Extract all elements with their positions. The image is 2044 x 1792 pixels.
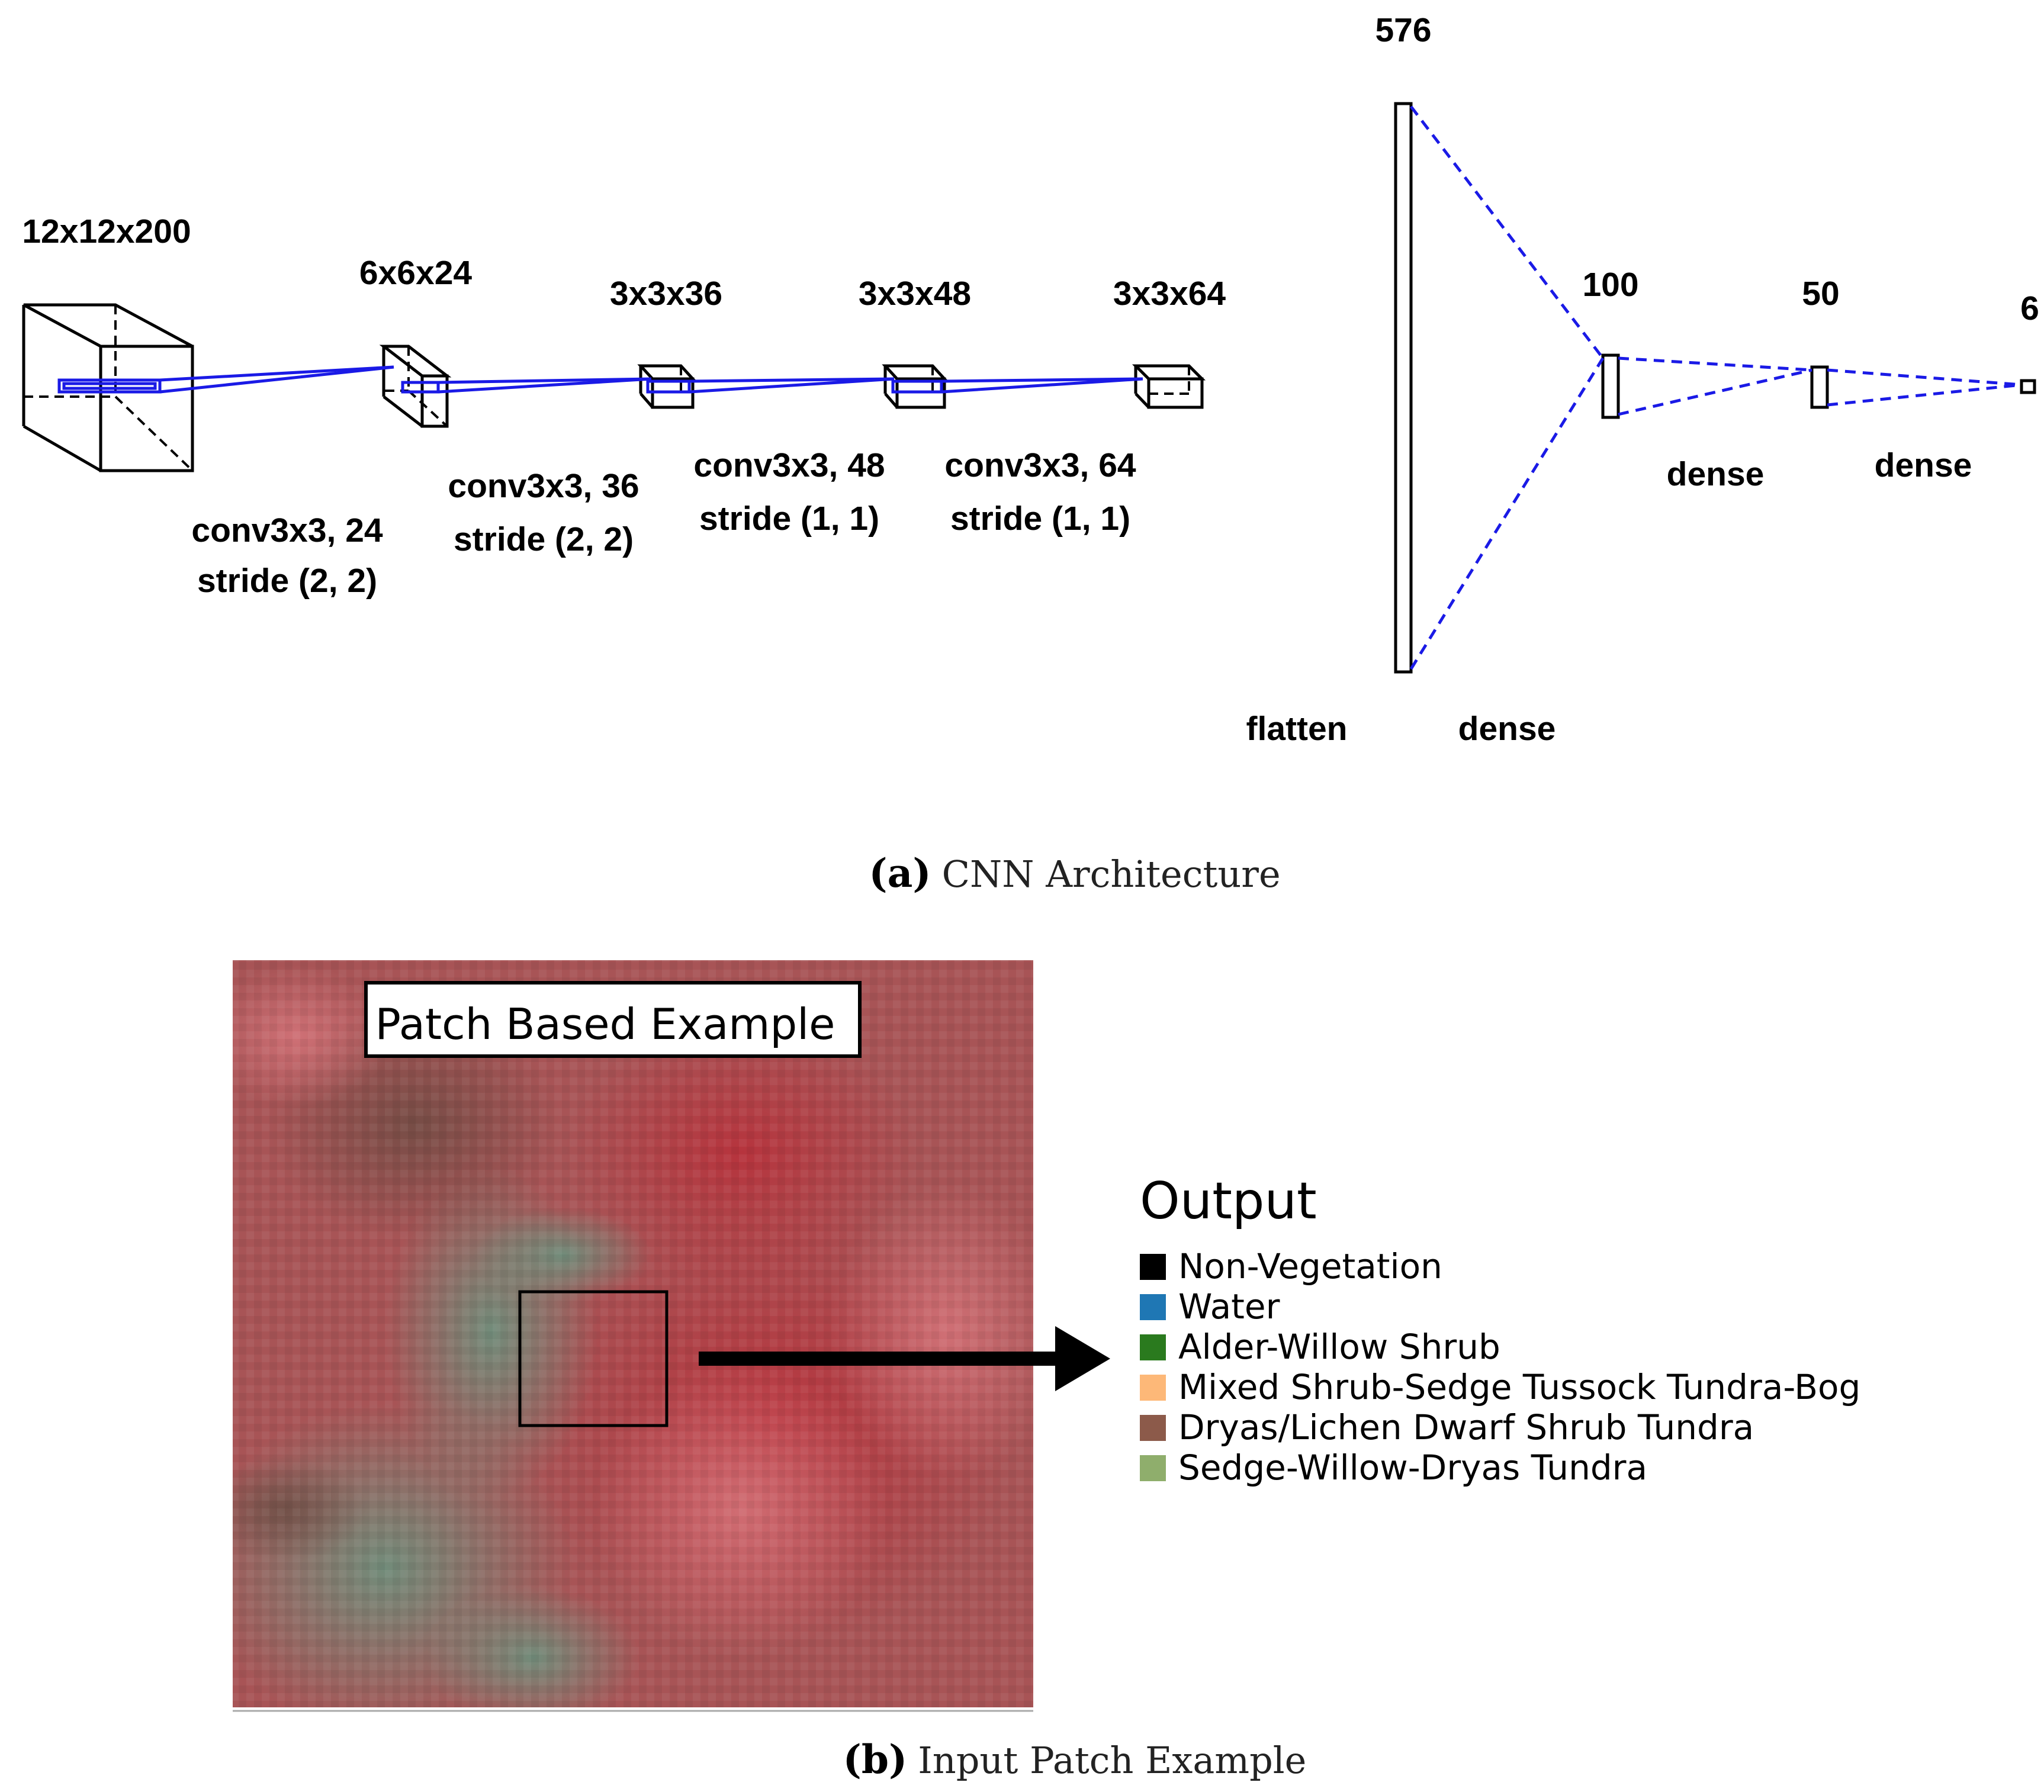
legend-swatch [1140, 1254, 1166, 1280]
legend-label: Sedge-Willow-Dryas Tundra [1178, 1447, 1647, 1488]
stride-label: stride (1, 1) [699, 500, 879, 538]
legend-swatch [1140, 1294, 1166, 1320]
conv-op-label: conv3x3, 24 [191, 511, 383, 549]
patch-title-box [364, 981, 862, 1058]
legend-label: Dryas/Lichen Dwarf Shrub Tundra [1178, 1407, 1754, 1447]
satellite-patch-image [233, 960, 1033, 1707]
conv4-volume-cube [1132, 364, 1206, 409]
dense-size-label: 6 [2020, 289, 2039, 327]
legend-title: Output [1140, 1172, 1317, 1231]
legend-label: Water [1178, 1286, 1280, 1327]
dense-size-label: 576 [1375, 11, 1431, 49]
legend-label: Alder-Willow Shrub [1178, 1327, 1500, 1367]
conv-op-label: conv3x3, 48 [693, 446, 885, 484]
receptive-field-lines [159, 365, 1143, 394]
conv-op-label: conv3x3, 64 [944, 446, 1136, 484]
conv-op-label: conv3x3, 36 [448, 467, 639, 505]
dense-50-bar [1810, 365, 1829, 409]
cnn-architecture-diagram: 12x12x200 6x6x24 3x3x36 3x3x48 3x3x64 co… [22, 11, 2039, 896]
layer-shape-label: 12x12x200 [22, 213, 191, 250]
layer-shape-label: 3x3x36 [610, 275, 722, 313]
flatten-label: flatten [1246, 710, 1348, 748]
dense-op-label: dense [1458, 710, 1556, 748]
caption-a: (a) CNN Architecture [869, 850, 1280, 896]
arrow-icon [699, 1326, 1110, 1391]
patch-title: Patch Based Example [375, 999, 835, 1049]
conv1-volume-cube [379, 345, 452, 428]
layer-shape-label: 3x3x48 [859, 275, 971, 313]
dense-layers [1394, 102, 2036, 674]
input-patch-example: Patch Based Example Output Non-Vegetatio… [233, 960, 1860, 1783]
dense-op-label: dense [1667, 455, 1765, 493]
legend-swatch [1140, 1415, 1166, 1441]
conv3-volume-cube [882, 364, 948, 409]
stride-label: stride (2, 2) [197, 562, 377, 600]
legend-label: Non-Vegetation [1178, 1246, 1442, 1286]
layer-shape-label: 6x6x24 [359, 254, 473, 292]
caption-b: (b) Input Patch Example [843, 1736, 1307, 1783]
legend-swatch [1140, 1334, 1166, 1360]
stride-label: stride (1, 1) [950, 500, 1130, 538]
legend-swatch [1140, 1455, 1166, 1481]
stride-label: stride (2, 2) [454, 520, 634, 558]
flatten-layer-bar [1394, 102, 1413, 674]
selected-patch-box [518, 1290, 669, 1427]
legend-label: Mixed Shrub-Sedge Tussock Tundra-Bog [1178, 1367, 1860, 1407]
conv2-volume-cube [637, 364, 696, 409]
input-volume-cube [22, 303, 194, 472]
dense-100-bar [1601, 353, 1620, 419]
dense-size-label: 50 [1802, 275, 1839, 313]
legend-swatch [1140, 1375, 1166, 1401]
dense-op-label: dense [1875, 446, 1972, 484]
dense-size-label: 100 [1582, 266, 1638, 304]
output-6-bar [2020, 379, 2036, 394]
layer-shape-label: 3x3x64 [1113, 275, 1226, 313]
